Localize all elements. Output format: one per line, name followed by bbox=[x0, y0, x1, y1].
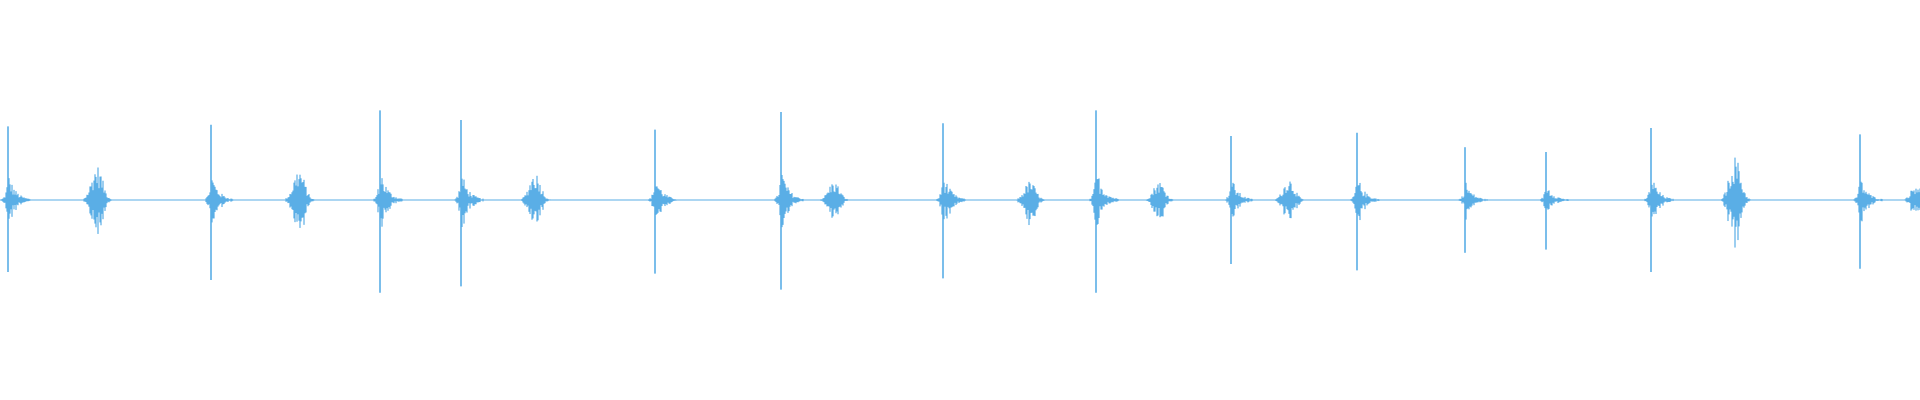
waveform-burst bbox=[373, 110, 403, 293]
waveform-burst bbox=[521, 175, 551, 222]
waveform-burst bbox=[1350, 132, 1380, 271]
waveform-burst bbox=[1016, 181, 1046, 226]
waveform-burst bbox=[648, 129, 678, 274]
waveform-burst bbox=[1275, 181, 1305, 219]
waveform-burst bbox=[936, 123, 966, 279]
waveform-burst bbox=[1539, 152, 1569, 250]
waveform-burst bbox=[1224, 136, 1254, 264]
waveform-burst bbox=[1, 126, 31, 272]
waveform-burst bbox=[1903, 188, 1920, 211]
waveform-bursts bbox=[1, 110, 1920, 293]
waveform-burst bbox=[1721, 157, 1751, 248]
waveform-burst bbox=[83, 167, 113, 234]
waveform-burst bbox=[285, 174, 315, 228]
waveform-burst bbox=[820, 184, 850, 218]
waveform-burst bbox=[1853, 134, 1883, 269]
waveform-burst bbox=[1089, 110, 1119, 293]
waveform-burst bbox=[1644, 128, 1674, 272]
waveform-burst bbox=[454, 120, 484, 287]
waveform-burst bbox=[1145, 183, 1175, 218]
waveform-burst bbox=[774, 112, 804, 290]
waveform-burst bbox=[204, 124, 234, 280]
waveform-burst bbox=[1458, 147, 1488, 253]
